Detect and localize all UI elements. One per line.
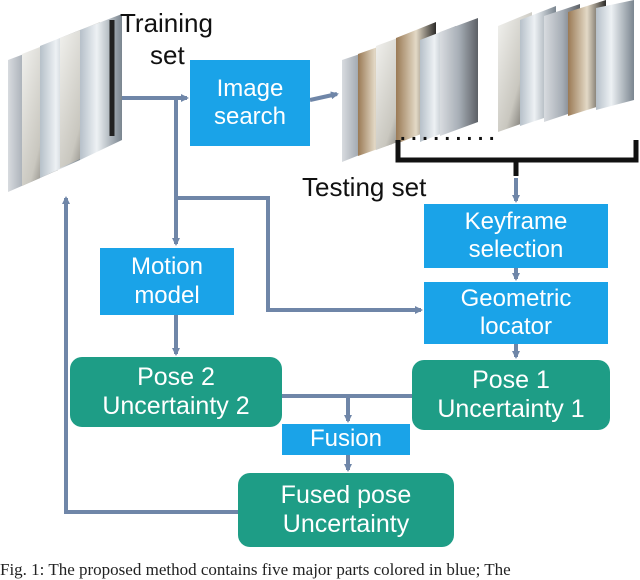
motion-model-line2: model bbox=[134, 281, 200, 309]
keyframe-selection-line1: Keyframe bbox=[464, 207, 568, 235]
testing-set-images bbox=[342, 0, 634, 162]
arrow-search-to-testing bbox=[309, 91, 339, 102]
pose1-box: Pose 1 Uncertainty 1 bbox=[412, 360, 610, 430]
connectors bbox=[62, 91, 520, 514]
testing-set-brace bbox=[395, 140, 639, 176]
pose1-line1: Pose 1 bbox=[472, 365, 550, 394]
geometric-locator-box: Geometric locator bbox=[424, 282, 608, 344]
testing-set-ellipsis: . . . . . . . . . bbox=[400, 123, 494, 145]
arrow-feedback-loop bbox=[62, 196, 238, 514]
training-set-label-line2: set bbox=[150, 40, 185, 70]
image-search-line1: Image bbox=[216, 74, 284, 102]
fusion-label: Fusion bbox=[309, 425, 383, 453]
motion-model-box: Motion model bbox=[100, 248, 234, 315]
figure-caption: Fig. 1: The proposed method contains fiv… bbox=[0, 560, 511, 579]
fused-pose-line1: Fused pose bbox=[280, 480, 412, 509]
testing-frame-11 bbox=[596, 0, 634, 110]
testing-frame-6 bbox=[440, 18, 478, 136]
testing-set-label: Testing set bbox=[302, 172, 427, 202]
pose2-box: Pose 2 Uncertainty 2 bbox=[70, 357, 282, 427]
training-set-label-line1: Training bbox=[120, 8, 213, 38]
fused-pose-line2: Uncertainty bbox=[282, 510, 410, 538]
arrow-to-geometric bbox=[176, 196, 423, 314]
image-search-line2: search bbox=[213, 103, 287, 130]
geometric-locator-line2: locator bbox=[479, 313, 553, 340]
image-search-box: Image search bbox=[190, 60, 310, 146]
pose1-line2: Uncertainty 1 bbox=[437, 395, 585, 423]
pose2-line1: Pose 2 bbox=[137, 362, 215, 391]
training-frame-5 bbox=[80, 14, 122, 160]
motion-model-line1: Motion bbox=[130, 253, 204, 281]
fused-pose-box: Fused pose Uncertainty bbox=[238, 473, 454, 547]
geometric-locator-line1: Geometric bbox=[460, 284, 572, 312]
keyframe-selection-line2: selection bbox=[468, 236, 564, 263]
fusion-box: Fusion bbox=[282, 424, 410, 455]
pose2-line2: Uncertainty 2 bbox=[102, 392, 250, 420]
keyframe-selection-box: Keyframe selection bbox=[424, 204, 608, 268]
training-set-images bbox=[8, 14, 122, 192]
